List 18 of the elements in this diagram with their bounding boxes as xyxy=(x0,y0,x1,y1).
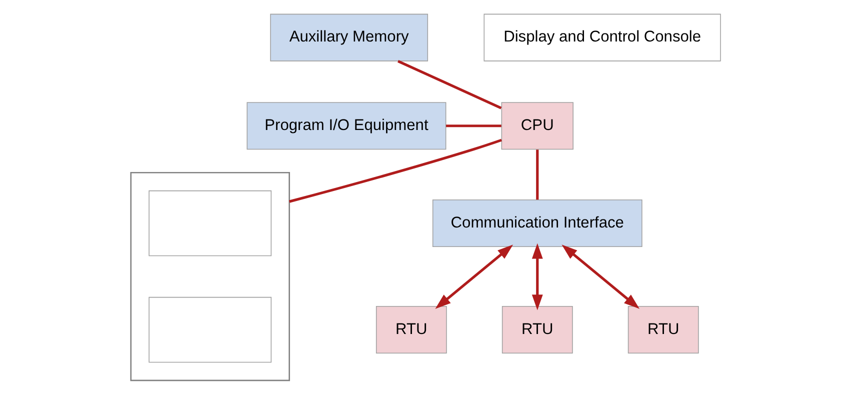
node-box xyxy=(148,296,272,362)
node-box: Auxillary Memory xyxy=(270,13,428,61)
node-box: RTU xyxy=(628,306,699,354)
connector xyxy=(398,59,502,109)
node-box: Display and Control Console xyxy=(484,13,721,61)
arrow xyxy=(532,242,543,310)
connector xyxy=(536,149,539,200)
connector xyxy=(446,124,502,127)
node-box: Program I/O Equipment xyxy=(246,102,446,150)
connector xyxy=(289,138,502,202)
node-box: Communication Interface xyxy=(432,199,642,247)
cluster xyxy=(130,171,290,381)
node-box xyxy=(148,190,272,256)
node-box: RTU xyxy=(376,306,447,354)
node-box: CPU xyxy=(501,102,574,150)
arrow xyxy=(562,244,640,308)
node-box: RTU xyxy=(502,306,573,354)
arrow xyxy=(435,244,514,308)
